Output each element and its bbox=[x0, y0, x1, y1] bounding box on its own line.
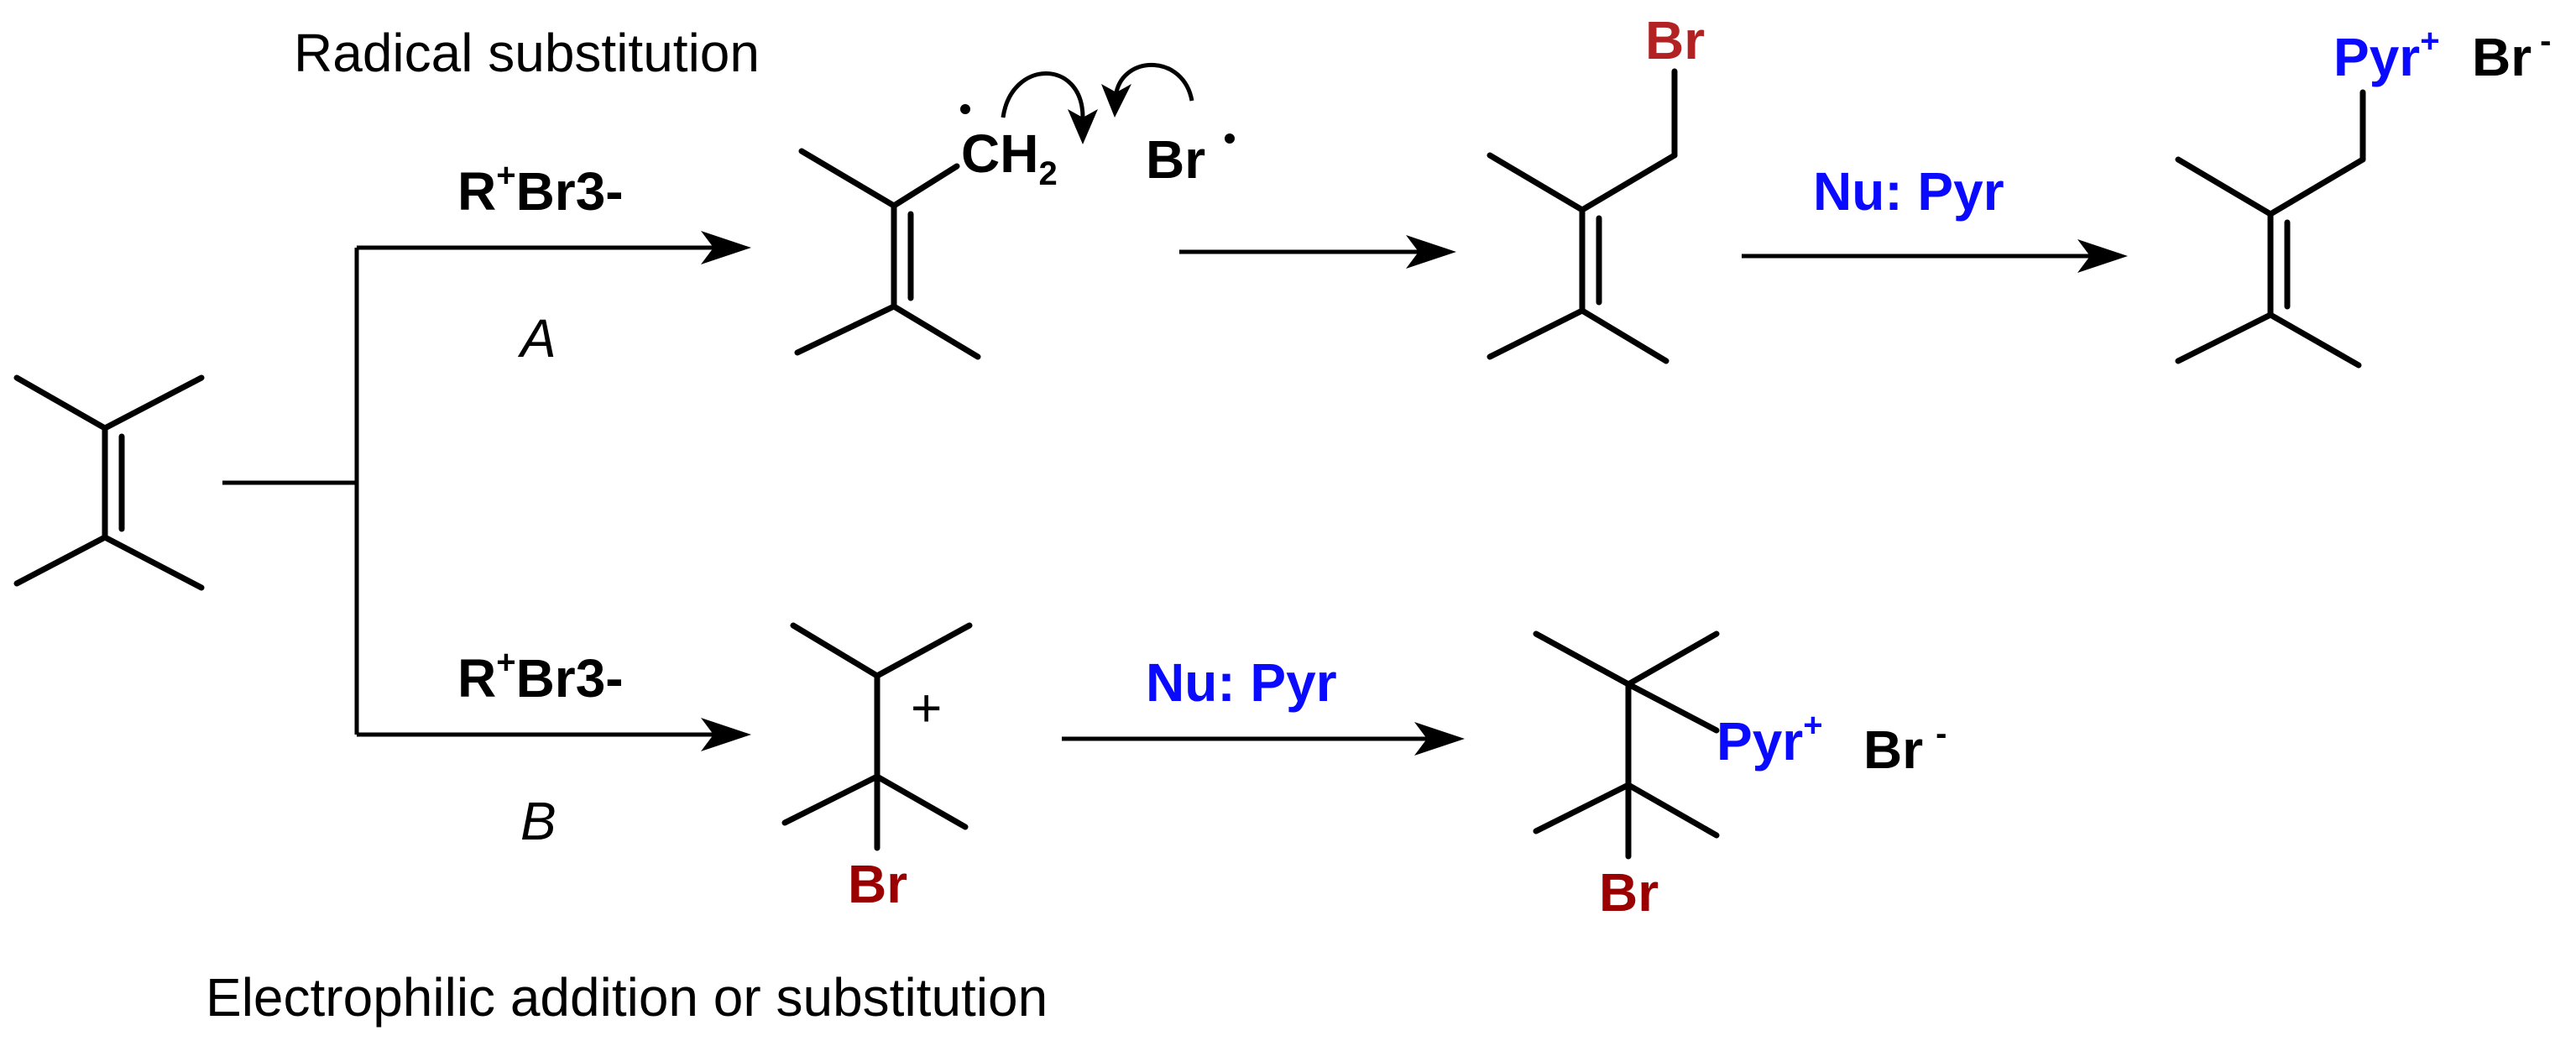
arrow-to-pyridinium-bromide bbox=[1062, 722, 1465, 756]
pyridinium-label-top: Pyr+ bbox=[2333, 23, 2440, 87]
caption-electrophilic: Electrophilic addition or substitution bbox=[206, 967, 1048, 1028]
radical-dot-br bbox=[1225, 133, 1235, 144]
bromine-radical: Br bbox=[1146, 129, 1205, 190]
curly-arrows bbox=[1001, 63, 1194, 144]
bromine-atom-product: Br bbox=[1599, 862, 1659, 923]
radical-dot-ch2 bbox=[960, 104, 970, 114]
bromide-counterion-top: Br- bbox=[2472, 23, 2551, 87]
carbocation-charge: + bbox=[911, 677, 942, 738]
allyl-radical-intermediate bbox=[794, 148, 981, 360]
allyl-bromide bbox=[1487, 68, 1678, 364]
allyl-pyridinium bbox=[2175, 89, 2366, 369]
branch-connector bbox=[222, 231, 751, 751]
bromo-carbocation bbox=[781, 622, 973, 851]
ch2-label: CH2 bbox=[961, 123, 1058, 192]
pathway-label-a: A bbox=[517, 308, 556, 369]
bromine-atom-carbocation: Br bbox=[848, 854, 907, 914]
arrow-to-pyridinium-allyl bbox=[1742, 239, 2128, 273]
arrow-to-allyl-bromide bbox=[1179, 235, 1456, 269]
nucleophile-label-top: Nu: Pyr bbox=[1813, 161, 2004, 222]
starting-alkene bbox=[13, 374, 205, 591]
nucleophile-label-bottom: Nu: Pyr bbox=[1146, 652, 1337, 713]
reagent-a: R+Br3- bbox=[457, 157, 624, 222]
bromine-atom-allyl: Br bbox=[1645, 10, 1705, 71]
bromide-counterion-bottom: Br- bbox=[1863, 715, 1946, 780]
pyridinium-label-bottom: Pyr+ bbox=[1716, 707, 1823, 772]
reagent-b: R+Br3- bbox=[457, 644, 624, 709]
bromo-pyridinium-product bbox=[1533, 630, 1720, 860]
pathway-label-b: B bbox=[520, 791, 556, 851]
caption-radical-substitution: Radical substitution bbox=[294, 23, 760, 83]
